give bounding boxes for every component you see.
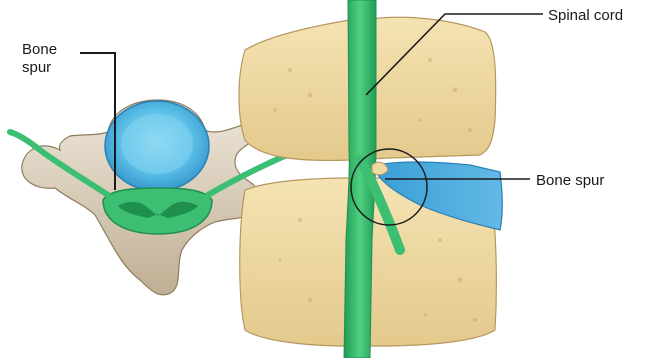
spine-side-view [239,0,543,358]
label-spinal-cord: Spinal cord [548,7,623,25]
label-bone-spur-left: Bone spur [22,41,57,77]
label-bone-spur-left-line2: spur [22,59,57,77]
label-bone-spur-left-line1: Bone [22,41,57,59]
disc-inner [121,114,193,174]
label-bone-spur-right: Bone spur [536,172,604,190]
